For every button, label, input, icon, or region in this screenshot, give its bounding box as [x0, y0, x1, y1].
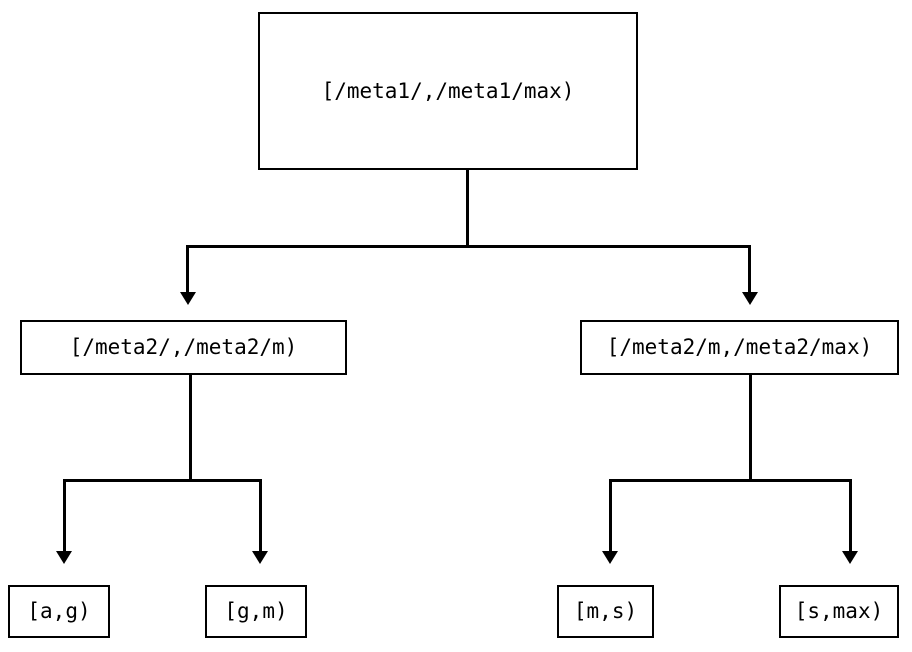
arrowhead-mid-right-to-leaf-ms-icon [602, 551, 618, 564]
tree-node-mid-right[interactable]: [/meta2/m,/meta2/max) [580, 320, 899, 375]
edge-root-to-mid-left-drop [186, 245, 189, 293]
tree-node-leaf-gm[interactable]: [g,m) [205, 585, 307, 638]
edge-mid-right-to-leaf-smax-drop [849, 479, 852, 552]
arrowhead-mid-right-to-leaf-smax-icon [842, 551, 858, 564]
tree-node-leaf-smax[interactable]: [s,max) [779, 585, 899, 638]
arrowhead-mid-left-to-leaf-ag-icon [56, 551, 72, 564]
tree-node-leaf-ms[interactable]: [m,s) [557, 585, 654, 638]
edge-mid-left-to-leaf-gm-drop [259, 479, 262, 552]
tree-node-root-label: [/meta1/,/meta1/max) [321, 78, 575, 103]
tree-node-leaf-ms-label: [m,s) [573, 599, 638, 623]
edge-mid-left-to-leaf-ag-drop [63, 479, 66, 552]
tree-node-root[interactable]: [/meta1/,/meta1/max) [258, 12, 638, 170]
edge-root-crossbar [186, 245, 751, 248]
edge-mid-right-to-leaf-ms-drop [609, 479, 612, 552]
arrowhead-root-to-mid-right-icon [742, 292, 758, 305]
edge-mid-right-stem [749, 375, 752, 482]
tree-node-mid-left[interactable]: [/meta2/,/meta2/m) [20, 320, 347, 375]
edge-mid-right-crossbar [609, 479, 852, 482]
tree-node-leaf-ag-label: [a,g) [27, 599, 91, 623]
tree-node-leaf-ag[interactable]: [a,g) [8, 585, 110, 638]
edge-root-to-mid-right-drop [748, 245, 751, 293]
edge-mid-left-crossbar [63, 479, 262, 482]
edge-mid-left-stem [189, 375, 192, 482]
tree-node-mid-right-label: [/meta2/m,/meta2/max) [606, 335, 873, 359]
tree-node-mid-left-label: [/meta2/,/meta2/m) [69, 335, 298, 359]
edge-root-stem [466, 170, 469, 248]
arrowhead-root-to-mid-left-icon [180, 292, 196, 305]
tree-node-leaf-smax-label: [s,max) [794, 599, 884, 623]
tree-node-leaf-gm-label: [g,m) [224, 599, 288, 623]
arrowhead-mid-left-to-leaf-gm-icon [252, 551, 268, 564]
